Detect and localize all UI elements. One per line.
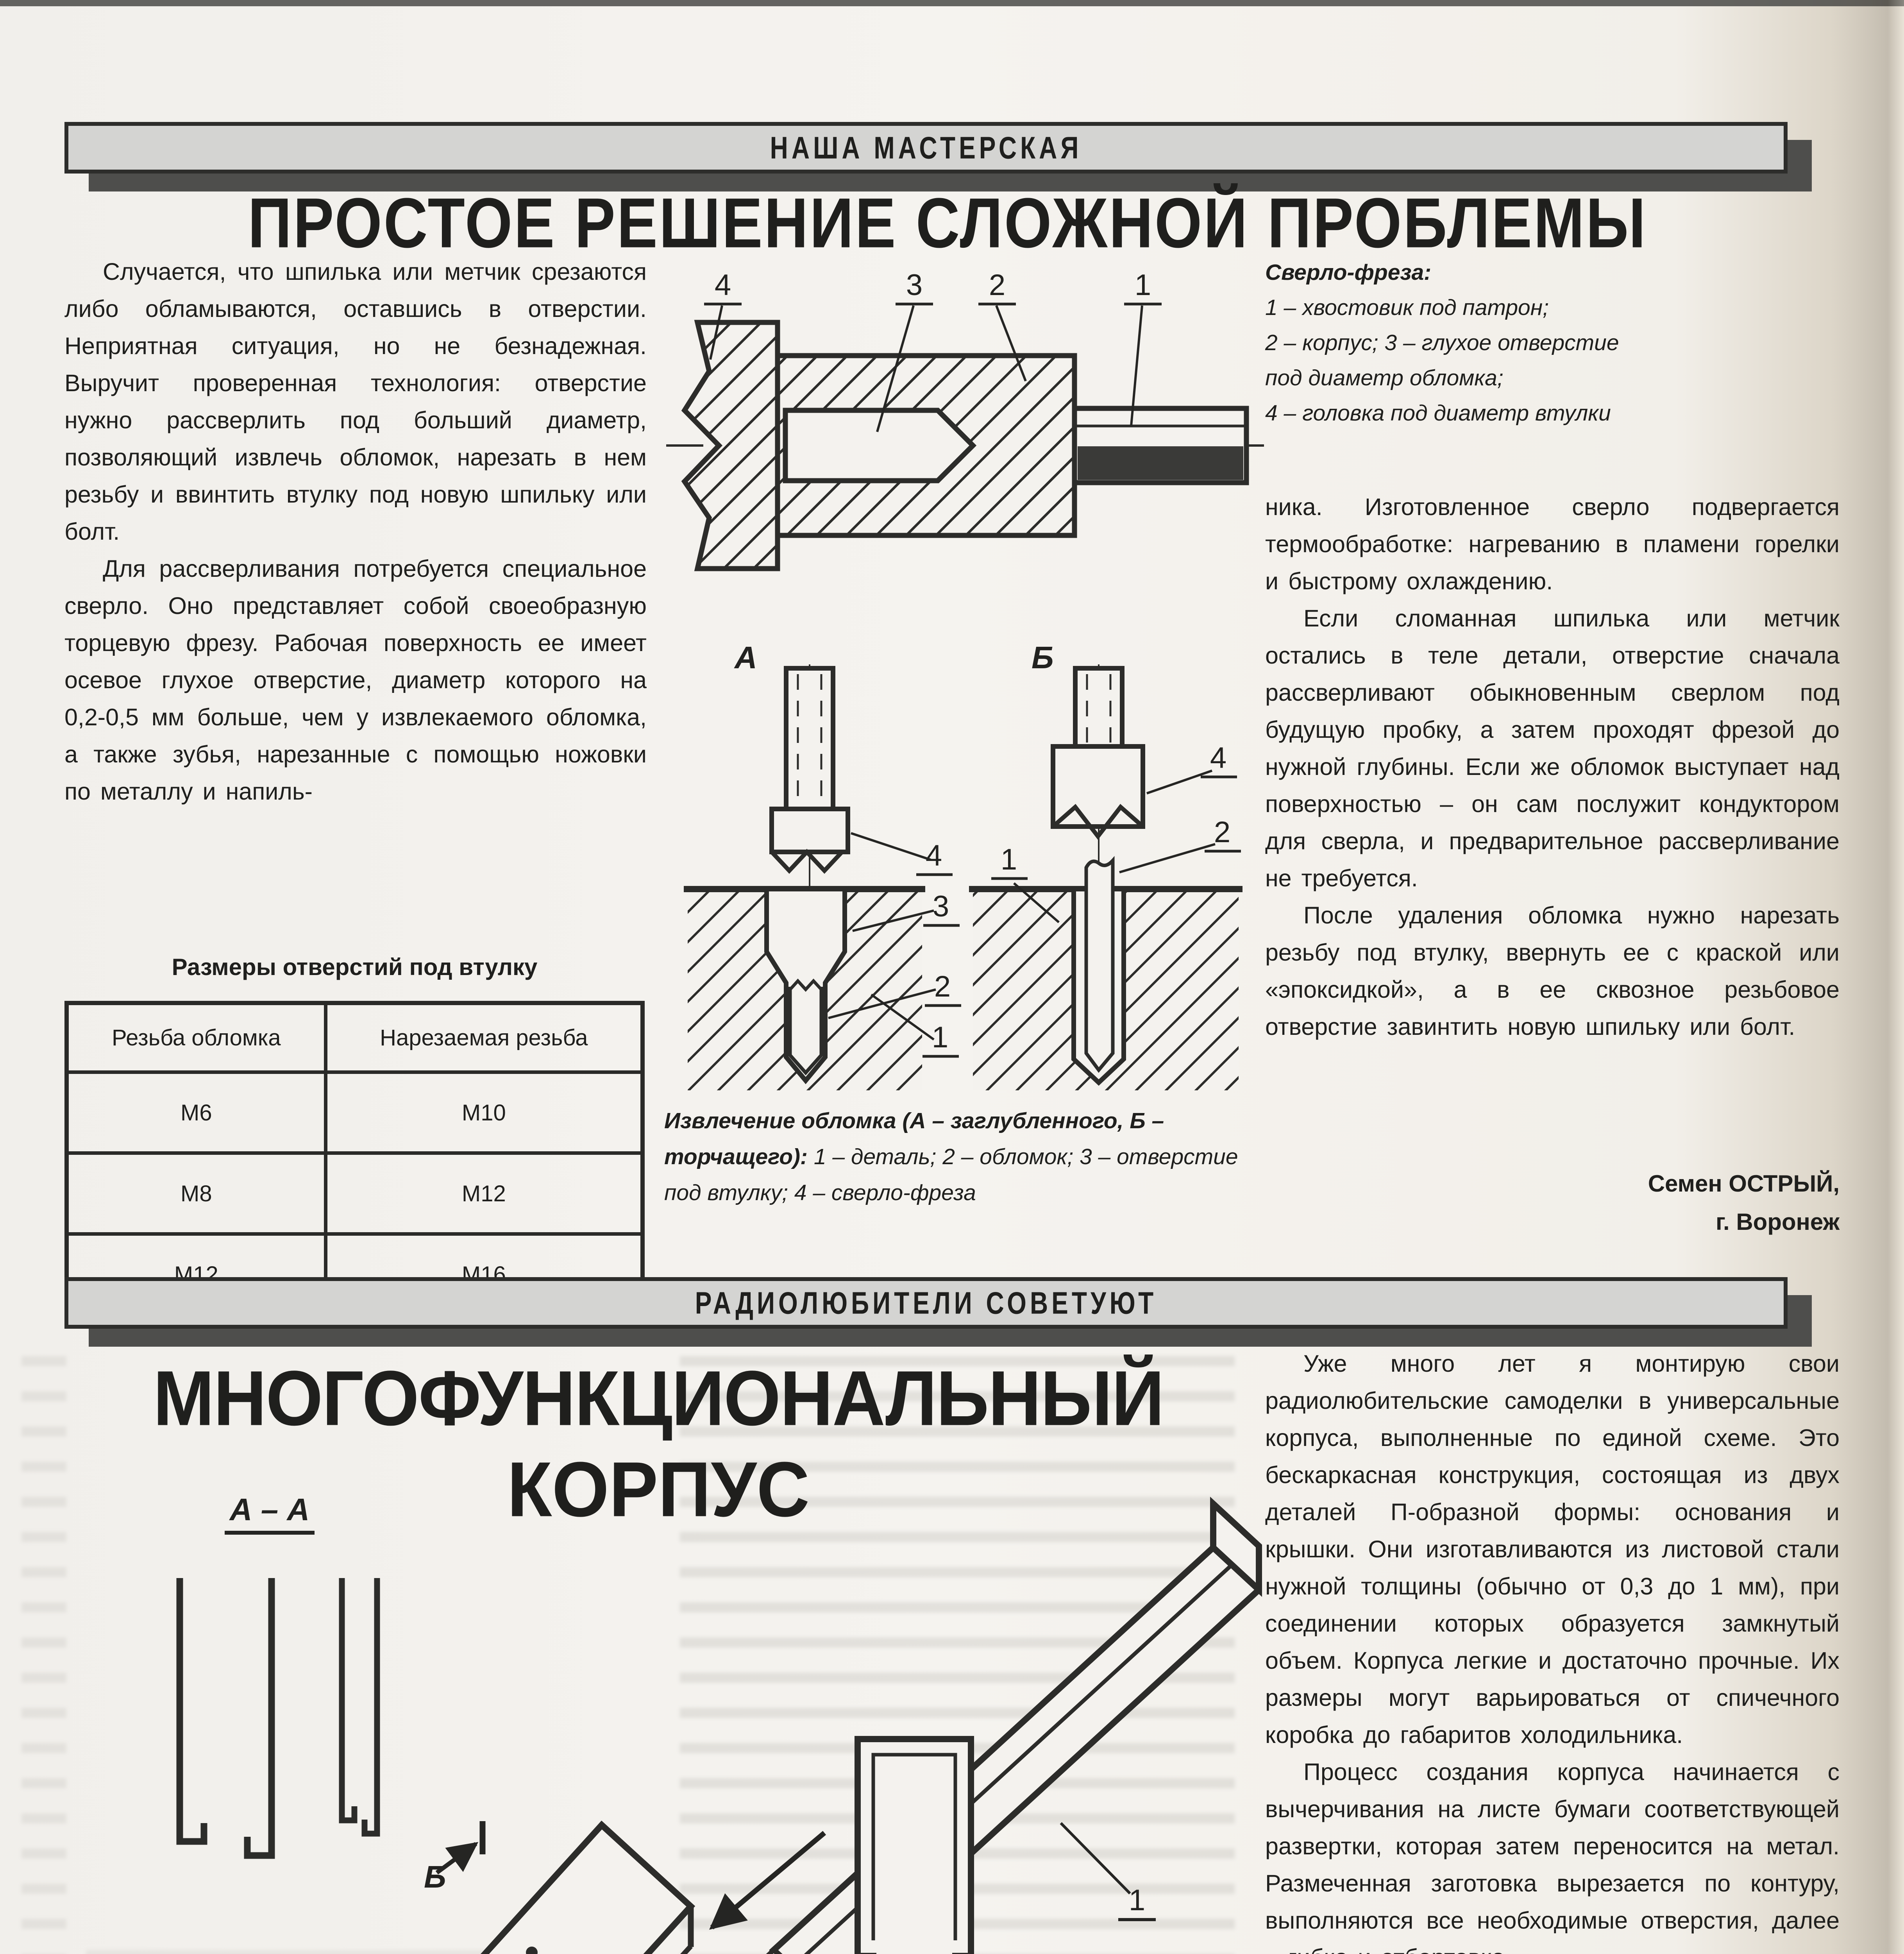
cover-front-view [855, 1736, 974, 1954]
protruding-stud [1084, 856, 1115, 1073]
extraction-figure: А 4 3 2 1 [684, 640, 1243, 1090]
label-4: 4 [1210, 741, 1226, 775]
cover-open-end [766, 1947, 781, 1954]
a-labels: 4 3 2 1 [828, 832, 961, 1058]
label-2: 2 [989, 268, 1005, 302]
section-banner-workshop: НАША МАСТЕРСКАЯ [64, 122, 1788, 174]
label-3: 3 [933, 890, 949, 923]
bleedthrough-texture [21, 1356, 66, 1954]
paragraph: Если сломанная шпилька или метчик остали… [1265, 605, 1840, 891]
label-variant-a: А [734, 640, 757, 675]
banner-label: НАША МАСТЕРСКАЯ [770, 130, 1082, 165]
label-1: 1 [1001, 843, 1017, 876]
article2-column-right: Уже много лет я монтирую свои радиолюбит… [1265, 1345, 1840, 1954]
legend-lead: Сверло-фреза: [1265, 260, 1432, 285]
drill-cutter-figure: 4 3 2 1 [666, 268, 1264, 571]
channel-profile-1 [176, 1578, 207, 1845]
scan-top-edge [0, 0, 1904, 6]
author-name: Семен ОСТРЫЙ, [1648, 1170, 1840, 1197]
label-2: 2 [1214, 816, 1230, 849]
column-header: Нарезаемая резьба [324, 1001, 645, 1074]
label-b-top: Б [424, 1859, 446, 1894]
article1-title: ПРОСТОЕ РЕШЕНИЕ СЛОЖНОЙ ПРОБЛЕМЫ [248, 184, 1647, 263]
column-header: Резьба обломка [65, 1001, 327, 1074]
bleedthrough-texture [86, 1950, 617, 1954]
paragraph: под диаметр обломка; [1265, 365, 1504, 390]
caption-lead: Извлечение обломка (А – заглубленного, Б… [664, 1108, 1164, 1169]
banner-label: РАДИОЛЮБИТЕЛИ СОВЕТУЮТ [695, 1285, 1157, 1321]
table-cell: М10 [324, 1070, 645, 1155]
drill-shank [784, 666, 835, 811]
paragraph: После удаления обломка нужно нарезать ре… [1265, 902, 1840, 1040]
shank-shadow [1078, 446, 1243, 480]
broken-stud [788, 987, 823, 1075]
page-edge-shadow [1830, 0, 1904, 1954]
label-3: 3 [906, 268, 923, 302]
b-labels: 4 2 1 [991, 741, 1241, 923]
cover-end-cap [1210, 1496, 1262, 1597]
drill-teeth [1051, 804, 1144, 840]
section-banner-radio: РАДИОЛЮБИТЕЛИ СОВЕТУЮТ [64, 1277, 1788, 1329]
section-aa-view: А – А [176, 1492, 380, 1859]
paragraph: Для рассверливания потребуется специальн… [64, 555, 647, 805]
label-1: 1 [932, 1021, 948, 1054]
channel-profile-2 [339, 1578, 358, 1823]
variant-b: Б 4 2 1 [969, 640, 1243, 1090]
paragraph: 4 – головка под диаметр втулки [1265, 401, 1611, 426]
base-isometric [480, 1820, 695, 1954]
base-top-face [480, 1820, 695, 1954]
article2-title: МНОГОФУНКЦИОНАЛЬНЫЙ КОРПУС [64, 1353, 1252, 1535]
title-line1: МНОГОФУНКЦИОНАЛЬНЫЙ [153, 1355, 1164, 1442]
label-4: 4 [926, 839, 942, 872]
drill-head [769, 807, 850, 854]
paragraph: Процесс создания корпуса начинается с вы… [1265, 1759, 1840, 1954]
legend-lines: 1 – хвостовик под патрон; 2 – корпус; 3 –… [1265, 290, 1840, 431]
drill-shank [1073, 666, 1125, 749]
cutter-head [681, 320, 780, 571]
label-2: 2 [934, 970, 951, 1003]
cover-isometric [766, 1496, 1262, 1954]
paragraph: ника. Изготовленное сверло подвергается … [1265, 494, 1840, 594]
figure-labels: 4 3 2 1 [704, 268, 1162, 432]
table-cell: М8 [65, 1151, 327, 1236]
paragraph: 2 – корпус; 3 – глухое отверстие [1265, 330, 1619, 355]
label-4: 4 [715, 268, 731, 302]
screw-holes [526, 1947, 538, 1954]
paragraph: 1 – хвостовик под патрон; [1265, 295, 1549, 320]
assembly-arrow [709, 1831, 826, 1930]
drill-teeth [770, 848, 844, 874]
case-callouts: Б Б А А 1 2 [424, 1821, 1156, 1921]
blind-hole [783, 408, 977, 483]
extraction-caption: Извлечение обломка (А – заглубленного, Б… [664, 1103, 1258, 1211]
table-header-row: Резьба обломка Нарезаемая резьба [65, 1001, 645, 1074]
label-section-aa: А – А [229, 1492, 310, 1527]
table-cell: М12 [324, 1151, 645, 1236]
paragraph: Случается, что шпилька или метчик срезаю… [64, 258, 647, 545]
label-1: 1 [1135, 268, 1151, 302]
title-line2: КОРПУС [507, 1446, 810, 1533]
universal-case-figure: А – А [176, 1492, 1262, 1954]
variant-a: А 4 3 2 1 [684, 640, 961, 1090]
channel-profile-2 [361, 1578, 380, 1837]
stepped-hole [764, 887, 847, 1084]
drill-legend: Сверло-фреза: 1 – хвостовик под патрон; 2… [1265, 255, 1840, 431]
bushing-table-block: Размеры отверстий под втулку Резьба обло… [64, 954, 645, 1317]
label-variant-b: Б [1032, 640, 1054, 675]
author-city: г. Воронеж [1716, 1209, 1840, 1235]
channel-profile-1 [244, 1578, 275, 1859]
article1-column-left: Случается, что шпилька или метчик срезаю… [64, 253, 647, 810]
article1-column-right: ника. Изготовленное сверло подвергается … [1265, 488, 1840, 1045]
table-title: Размеры отверстий под втулку [172, 954, 538, 980]
article1-author: Семен ОСТРЫЙ, г. Воронеж [1265, 1165, 1840, 1241]
table-cell: М6 [65, 1070, 327, 1155]
paragraph: Уже много лет я монтирую свои радиолюбит… [1265, 1350, 1840, 1748]
label-part-1: 1 [1129, 1884, 1145, 1917]
caption-rest: 1 – деталь; 2 – обломок; 3 – отверстие п… [664, 1144, 1238, 1205]
